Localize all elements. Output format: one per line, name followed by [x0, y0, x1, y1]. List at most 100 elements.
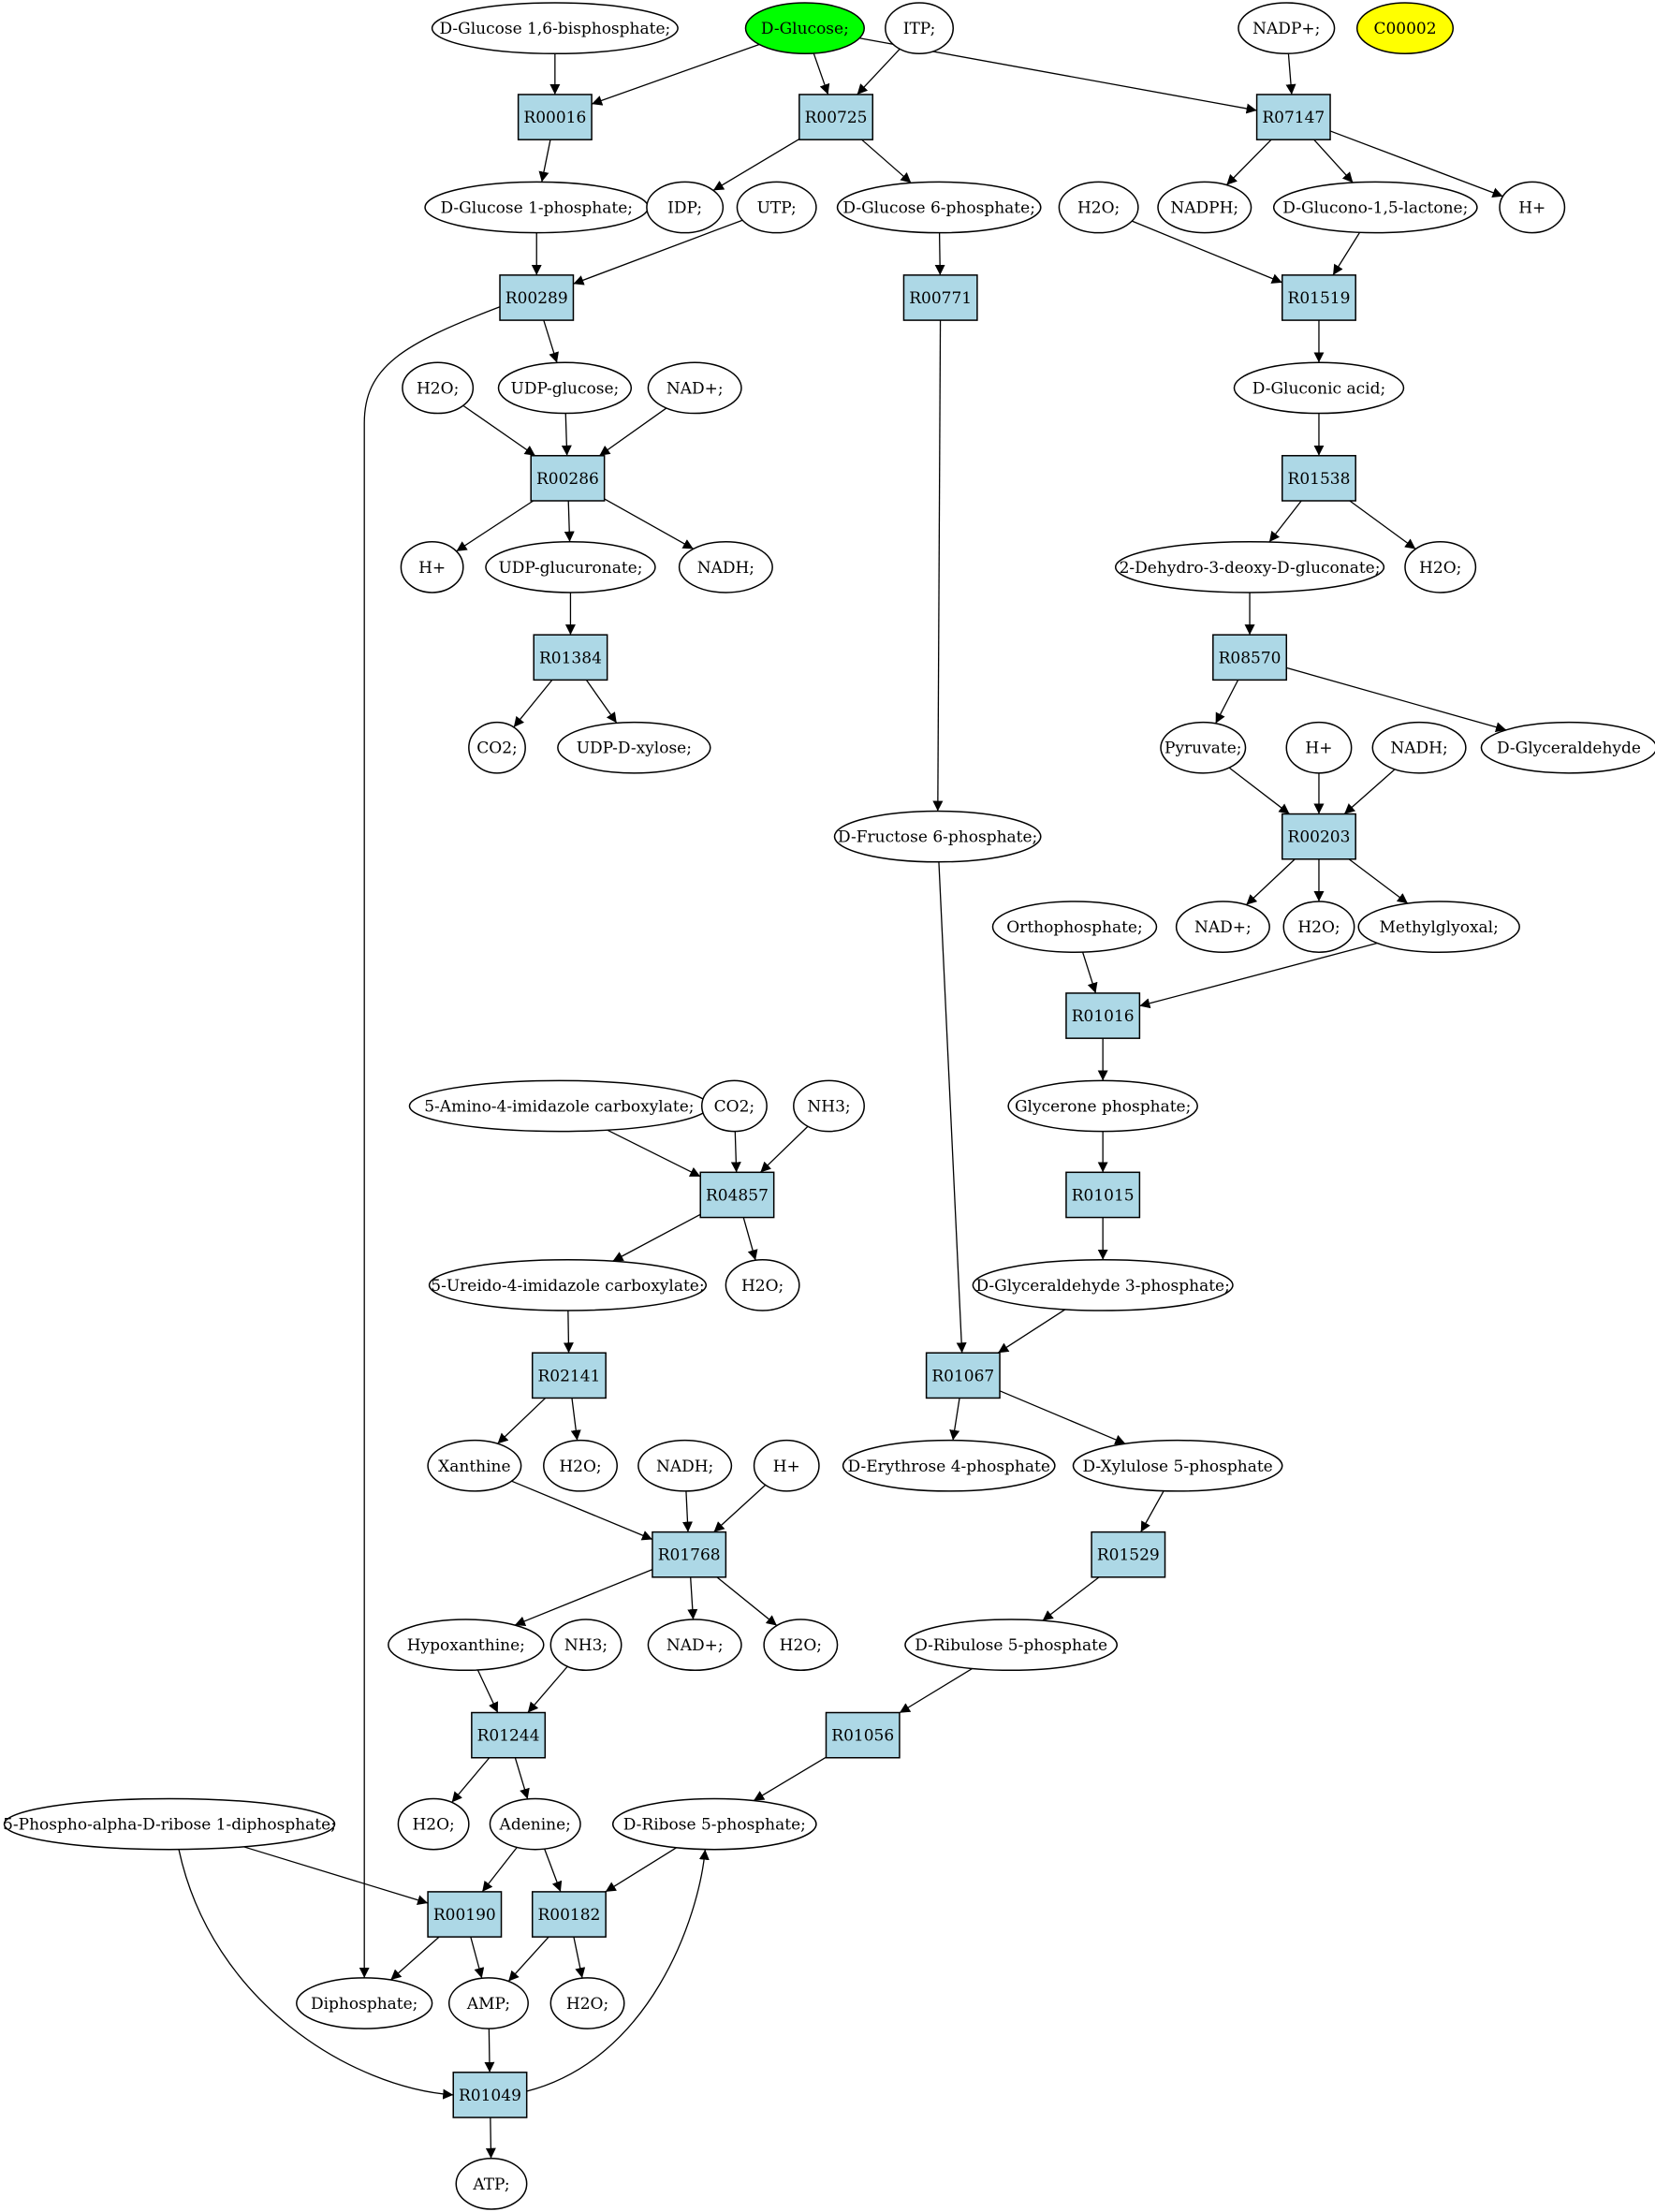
edge-r00203-to-nad-b — [1245, 858, 1296, 906]
compound-label: Adenine; — [499, 1816, 571, 1835]
compound-ellipse — [485, 540, 656, 593]
reaction-label: R00203 — [1288, 828, 1351, 847]
compound-node-nadp: NADP+; — [1238, 2, 1336, 55]
reaction-label: R00016 — [523, 109, 586, 127]
edge-r01384-to-udpx — [585, 680, 618, 724]
compound-node-hx: Hypoxanthine; — [388, 1619, 545, 1672]
edge-r08570-to-dga — [1286, 667, 1507, 733]
edge-uica-to-r02141 — [563, 1311, 574, 1354]
reaction-node-r07147: R07147 — [1255, 94, 1331, 140]
compound-label: H+ — [418, 559, 446, 578]
compound-node-udpg: UDP-glucose; — [497, 361, 633, 415]
compound-node-h2o-c: H2O; — [1404, 540, 1477, 593]
compound-label: UDP-D-xylose; — [577, 740, 692, 758]
edge-r00286-to-nadh-a — [604, 498, 695, 549]
compound-label: D-Gluconic acid; — [1252, 379, 1385, 398]
compound-node-dga: D-Glyceraldehyde — [1480, 721, 1655, 774]
compound-node-aica: 5-Amino-4-imidazole carboxylate; — [408, 1079, 710, 1133]
edge-r01538-to-kdg — [1268, 500, 1302, 543]
reaction-node-r00289: R00289 — [499, 274, 575, 321]
reaction-box — [517, 94, 593, 140]
compound-node-hplus-d: H+ — [753, 1439, 820, 1492]
edge-hplus-d-to-r01768 — [713, 1484, 767, 1533]
compound-ellipse — [885, 2, 955, 55]
compound-ellipse — [1114, 540, 1385, 593]
compound-node-h2o-a: H2O; — [1058, 181, 1139, 234]
compound-node-xu5p: D-Xylulose 5-phosphate — [1072, 1439, 1283, 1492]
compound-node-nad-b: NAD+; — [1175, 901, 1270, 953]
compound-ellipse — [1238, 2, 1336, 55]
compound-ellipse — [637, 1439, 733, 1492]
compound-label: D-Glucose; — [761, 20, 849, 38]
compound-node-f6p: D-Fructose 6-phosphate; — [833, 810, 1042, 863]
edge-nadh-b-to-r00203 — [1343, 769, 1396, 815]
compound-label: NH3; — [807, 1098, 850, 1117]
compound-node-xan: Xanthine — [427, 1439, 522, 1492]
reaction-box — [825, 1711, 901, 1759]
compound-node-g3p: D-Glyceraldehyde 3-phosphate; — [972, 1259, 1234, 1311]
compound-label: ATP; — [472, 2175, 509, 2194]
compound-label: D-Glucose 1,6-bisphosphate; — [439, 20, 670, 38]
reaction-label: R02141 — [537, 1367, 600, 1385]
compound-label: D-Glucono-1,5-lactone; — [1282, 199, 1468, 218]
edge-h2o-a-to-r01519 — [1131, 220, 1282, 284]
compound-node-uica: 5-Ureido-4-imidazole carboxylate; — [428, 1259, 708, 1311]
compound-ellipse — [1282, 901, 1355, 953]
compound-node-nadh-b: NADH; — [1371, 721, 1467, 774]
compound-ellipse — [400, 540, 464, 593]
compound-ellipse — [904, 1619, 1118, 1672]
compound-label: H2O; — [780, 1636, 822, 1655]
compound-ellipse — [744, 2, 865, 55]
reaction-box — [1255, 94, 1331, 140]
reaction-label: R01015 — [1072, 1186, 1135, 1205]
compound-ellipse — [836, 181, 1042, 234]
edge-aica-to-r04857 — [607, 1129, 701, 1178]
compound-node-hplus-a: H+ — [1499, 181, 1566, 234]
reaction-node-r01768: R01768 — [652, 1531, 727, 1578]
compound-label: H+ — [1518, 199, 1545, 218]
edge-r00016-to-g1p — [538, 139, 551, 183]
reaction-box — [1065, 1171, 1141, 1219]
compound-label: Hypoxanthine; — [407, 1636, 525, 1655]
compound-label: CO2; — [476, 740, 518, 758]
compound-ellipse — [1272, 181, 1478, 234]
compound-label: UTP; — [757, 199, 797, 218]
compound-node-nadph: NADPH; — [1157, 181, 1252, 234]
compound-ellipse — [1157, 181, 1252, 234]
compound-node-prpp: 5-Phospho-alpha-D-ribose 1-diphosphate; — [3, 1797, 336, 1851]
reaction-label: R01519 — [1288, 289, 1351, 308]
edge-ade-to-r00182 — [544, 1848, 563, 1893]
compound-ellipse — [431, 2, 679, 55]
reaction-node-r01384: R01384 — [533, 634, 608, 681]
edge-r00289-to-ppi — [359, 306, 501, 1978]
edge-r02141-to-h2o-f — [570, 1398, 581, 1441]
compound-node-glc: D-Glucose; — [744, 2, 865, 55]
edge-r01049-to-r5p — [526, 1849, 710, 2092]
compound-node-nh3-a: NH3; — [793, 1079, 865, 1133]
reaction-label: R00725 — [805, 109, 868, 127]
reaction-node-r08570: R08570 — [1212, 634, 1288, 681]
reaction-node-r01519: R01519 — [1281, 274, 1356, 321]
compound-node-h2o-b: H2O; — [402, 361, 475, 415]
compound-node-kdg: 2-Dehydro-3-deoxy-D-gluconate; — [1114, 540, 1385, 593]
edge-xan-to-r01768 — [511, 1480, 653, 1541]
edge-nadp-to-r07147 — [1285, 53, 1296, 95]
compound-ellipse — [1175, 901, 1270, 953]
node-layer: D-Glucose 1,6-bisphosphate;D-Glucose;ITP… — [3, 2, 1655, 2210]
edge-ru5p-to-r01056 — [899, 1667, 973, 1714]
reaction-node-r04857: R04857 — [699, 1171, 775, 1219]
edge-r00286-to-udpgu — [564, 500, 575, 542]
compound-label: H2O; — [1297, 918, 1340, 937]
reaction-label: R01049 — [459, 2087, 521, 2105]
reaction-label: R07147 — [1262, 109, 1325, 127]
edge-g3p-to-r01067 — [997, 1309, 1066, 1354]
reaction-label: R01538 — [1288, 470, 1351, 489]
compound-ellipse — [1355, 2, 1455, 55]
compound-label: NADH; — [1390, 740, 1447, 758]
edge-r00182-to-amp — [507, 1936, 549, 1982]
compound-ellipse — [402, 361, 475, 415]
compound-label: 5-Amino-4-imidazole carboxylate; — [424, 1098, 694, 1117]
edge-r00725-to-g6p — [861, 139, 912, 183]
compound-label: D-Glucose 6-phosphate; — [842, 199, 1035, 218]
compound-node-h2o-h: H2O; — [397, 1797, 470, 1851]
